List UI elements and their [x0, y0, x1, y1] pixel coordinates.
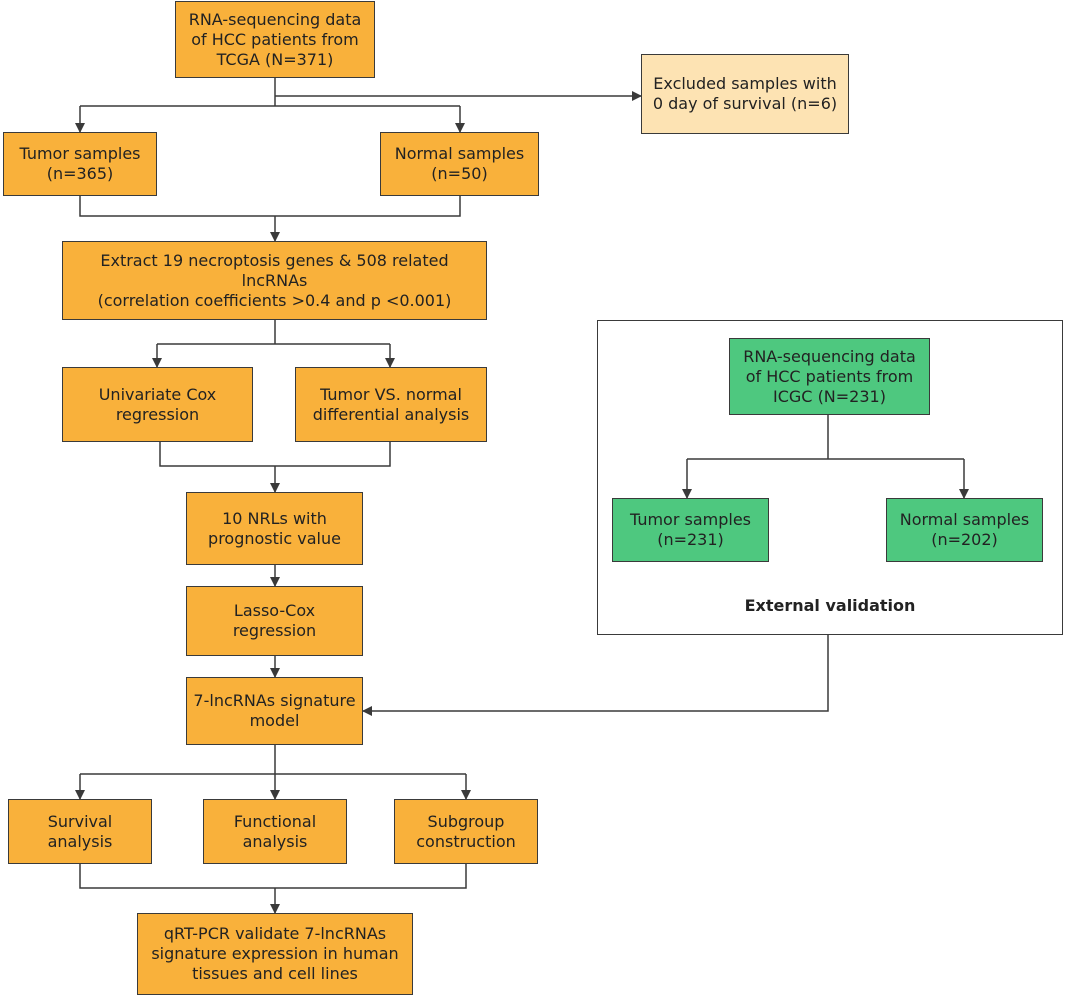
arrow-external-to-signature: [362, 635, 829, 716]
normal-samples-text: Normal samples (n=50): [394, 144, 525, 183]
normal-samples-box: Normal samples (n=50): [380, 132, 539, 196]
survival-analysis-text: Survival analysis: [47, 811, 113, 851]
connector-signature-split: [80, 745, 466, 775]
functional-analysis-text: Functional analysis: [233, 811, 317, 851]
extract-box: Extract 19 necroptosis genes & 508 relat…: [62, 241, 487, 320]
icgc-normal-samples-text: Normal samples (n=202): [899, 510, 1030, 549]
connector-icgc-split: [687, 415, 964, 460]
signature-model-text: 7-lncRNAs signature model: [193, 691, 356, 730]
external-validation-label: External validation: [744, 596, 916, 615]
univariate-cox-text: Univariate Cox regression: [98, 384, 217, 424]
qrt-pcr-box: qRT-PCR validate 7-lncRNAs signature exp…: [137, 913, 413, 995]
subgroup-construction-text: Subgroup construction: [416, 811, 516, 851]
nrls-box: 10 NRLs with prognostic value: [186, 492, 363, 565]
excluded-samples-text: Excluded samples with 0 day of survival …: [652, 74, 838, 113]
extract-text: Extract 19 necroptosis genes & 508 relat…: [97, 250, 452, 310]
connector-merge-2: [159, 442, 391, 467]
qrt-pcr-text: qRT-PCR validate 7-lncRNAs signature exp…: [151, 924, 399, 983]
univariate-cox-box: Univariate Cox regression: [62, 367, 253, 442]
lasso-cox-text: Lasso-Cox regression: [232, 601, 317, 640]
signature-model-box: 7-lncRNAs signature model: [186, 677, 363, 745]
connector-extract-split: [157, 320, 390, 345]
differential-analysis-text: Tumor VS. normal differential analysis: [312, 384, 470, 424]
tumor-samples-text: Tumor samples (n=365): [19, 144, 141, 183]
excluded-samples-box: Excluded samples with 0 day of survival …: [641, 54, 849, 134]
icgc-normal-samples-box: Normal samples (n=202): [886, 498, 1043, 562]
subgroup-construction-box: Subgroup construction: [394, 799, 538, 864]
tumor-samples-box: Tumor samples (n=365): [3, 132, 157, 196]
survival-analysis-box: Survival analysis: [8, 799, 152, 864]
tcga-data-box: RNA-sequencing data of HCC patients from…: [175, 1, 375, 78]
icgc-tumor-samples-box: Tumor samples (n=231): [612, 498, 769, 562]
differential-analysis-box: Tumor VS. normal differential analysis: [295, 367, 487, 442]
tcga-data-text: RNA-sequencing data of HCC patients from…: [188, 9, 362, 69]
icgc-data-text: RNA-sequencing data of HCC patients from…: [743, 346, 916, 406]
connector-merge-3: [79, 864, 467, 889]
icgc-data-box: RNA-sequencing data of HCC patients from…: [729, 338, 930, 415]
functional-analysis-box: Functional analysis: [203, 799, 347, 864]
nrls-text: 10 NRLs with prognostic value: [208, 508, 341, 548]
connector-merge-1: [79, 196, 461, 217]
lasso-cox-box: Lasso-Cox regression: [186, 586, 363, 656]
external-validation-panel: [597, 320, 1063, 635]
icgc-tumor-samples-text: Tumor samples (n=231): [629, 510, 752, 549]
